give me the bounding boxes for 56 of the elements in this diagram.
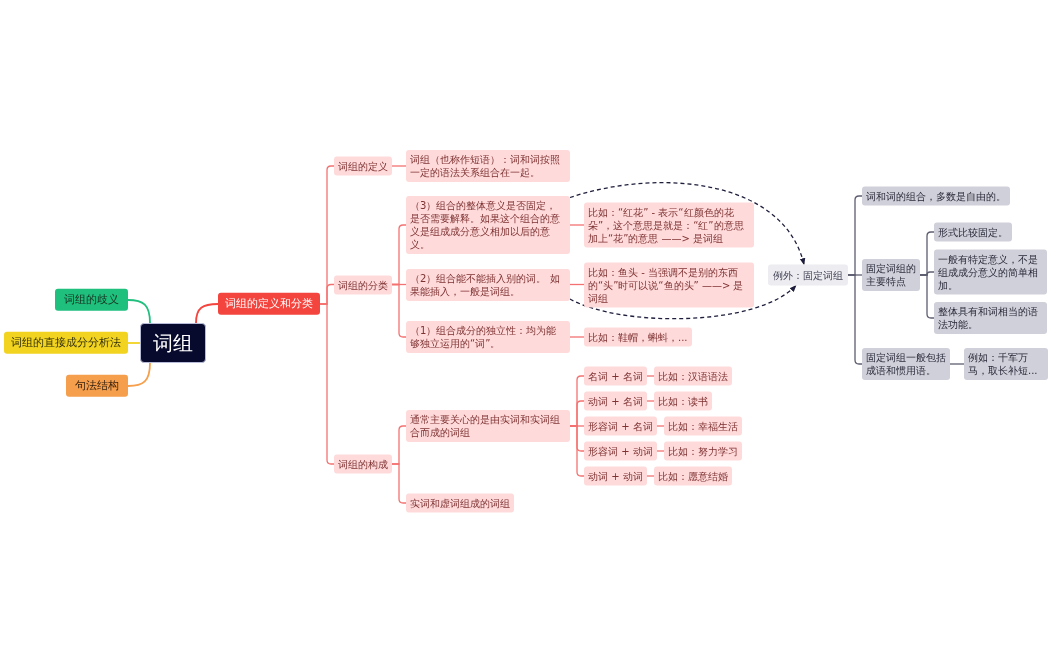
branch-line — [391, 463, 407, 504]
topic-box: 词组（也称作短语）：词和词按照一定的语法关系组合在一起。 — [406, 150, 570, 182]
topic-box: 比如：鱼头 - 当强调不是别的东西的“头”时可以说“鱼的头” ——> 是词组 — [584, 262, 754, 307]
topic-box: 比如：愿意结婚 — [654, 466, 732, 486]
topic-box: 通常主要关心的是由实词和实词组合而成的词组 — [406, 410, 570, 442]
topic-box: 比如：汉语语法 — [654, 366, 732, 386]
topic-box: 形式比较固定。 — [934, 222, 1012, 242]
topic-box: 词组的定义 — [334, 156, 392, 176]
topic-box: 比如：“红花” - 表示“红颜色的花朵”，这个意思是就是：“红”的意思加上“花”的意思 ——> 是词组 — [584, 202, 754, 248]
topic-box: 形容词 + 名词 — [584, 416, 657, 436]
main-topic-box: 词组的歧义 — [55, 288, 128, 312]
topic-box: 固定词组的主要特点 — [862, 259, 920, 291]
topic-box: 形容词 + 动词 — [584, 441, 657, 461]
curved-arrow — [569, 284, 797, 320]
branch-line — [569, 336, 585, 338]
branch-line — [949, 363, 965, 365]
topic-box: 比如：幸福生活 — [664, 416, 742, 436]
branch-line — [391, 165, 407, 167]
branch-line — [391, 283, 407, 338]
topic-box: （2）组合能不能插入别的词。 如果能插入，一般是词组。 — [406, 268, 570, 301]
branch-line — [127, 342, 141, 344]
main-topic-box: 句法结构 — [66, 374, 128, 398]
curved-arrow — [569, 182, 805, 266]
topic-box: 名词 + 名词 — [584, 366, 647, 386]
branch-line — [569, 224, 585, 226]
topic-box: 词组的分类 — [334, 275, 392, 294]
topic-box: 动词 + 动词 — [584, 466, 647, 486]
branch-line — [127, 362, 151, 387]
branch-line — [195, 303, 219, 324]
topic-box: 词和词的组合，多数是自由的。 — [862, 186, 1010, 206]
topic-box: 比如：读书 — [654, 391, 712, 411]
branch-line — [919, 274, 935, 319]
branch-line — [569, 425, 585, 477]
topic-box: 比如：努力学习 — [664, 441, 742, 461]
branch-line — [656, 425, 665, 427]
branch-line — [646, 400, 655, 402]
topic-box: 整体具有和词相当的语法功能。 — [934, 302, 1047, 334]
branch-line — [646, 375, 655, 377]
topic-box: 实词和虚词组成的词组 — [406, 493, 514, 513]
central-topic: 词组 — [140, 323, 206, 363]
main-topic-box: 词组的定义和分类 — [218, 292, 320, 316]
branch-line — [127, 299, 151, 324]
topic-box: 一般有特定意义，不是组成成分意义的简单相加。 — [934, 249, 1047, 295]
topic-box: （3）组合的整体意义是否固定，是否需要解释。如果这个组合的意义是组成成分意义相加以后的意义。 — [406, 196, 570, 254]
floating-topic-box: 例外：固定词组 — [768, 264, 848, 286]
topic-box: 比如：鞋帽，蝌蚪，... — [584, 327, 692, 347]
topic-box: 词组的构成 — [334, 454, 392, 474]
topic-box: 例如：千军万马，取长补短... — [964, 348, 1048, 380]
topic-box: （1）组合成分的独立性：均为能够独立运用的“词”。 — [406, 321, 570, 353]
branch-line — [656, 450, 665, 452]
branch-line — [319, 303, 335, 465]
topic-box: 固定词组一般包括成语和惯用语。 — [862, 348, 950, 380]
topic-box: 动词 + 名词 — [584, 391, 647, 411]
main-topic-box: 词组的直接成分分析法 — [4, 331, 128, 355]
branch-line — [847, 274, 863, 365]
branch-line — [646, 475, 655, 477]
